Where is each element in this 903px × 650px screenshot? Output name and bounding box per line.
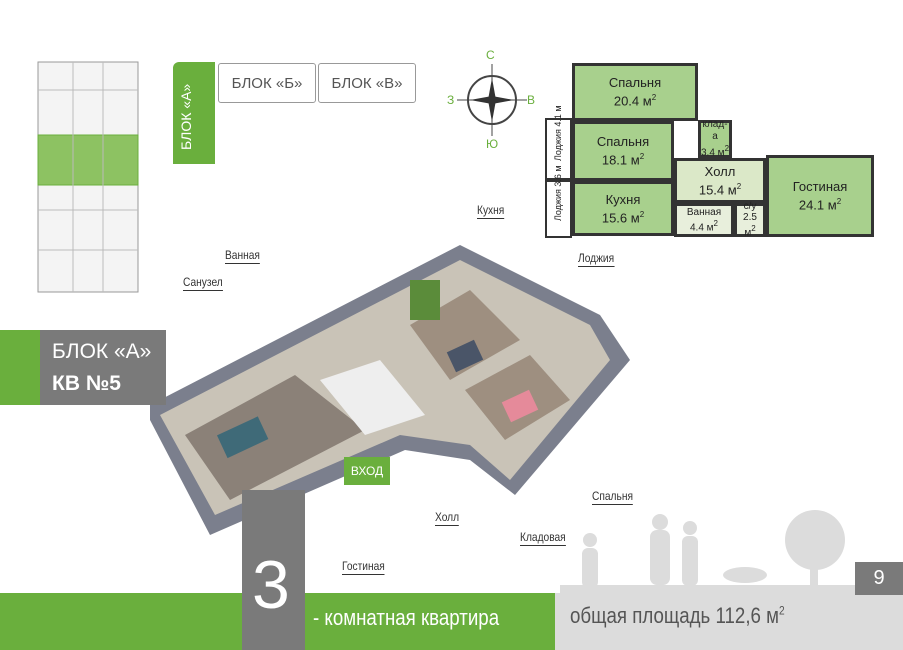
compass-icon — [457, 64, 527, 136]
total-area: общая площадь 112,6 м2 — [570, 603, 785, 628]
callout-living: Гостиная — [342, 559, 385, 575]
compass-west: З — [447, 93, 455, 107]
compass-south: Ю — [486, 137, 499, 151]
page-number: 9 — [855, 562, 903, 595]
callout-hall: Холл — [435, 510, 460, 526]
room-loggia-2: Лоджия 3.6 м — [545, 165, 572, 238]
callout-kitchen: Кухня — [477, 203, 505, 219]
callout-wc: Санузел — [183, 275, 223, 291]
room-loggia-1: Лоджия 4.1 м — [545, 105, 572, 180]
block-a-label: БЛОК «А» — [178, 83, 194, 150]
apartment-number: КВ №5 — [52, 372, 121, 395]
apartment-block: БЛОК «А» — [52, 340, 152, 363]
compass-east: В — [527, 93, 536, 107]
rooms-count-column — [242, 490, 305, 650]
block-c[interactable]: БЛОК «В» — [318, 63, 416, 103]
block-a-tab[interactable] — [173, 62, 215, 164]
apartment-3d-render — [150, 245, 630, 535]
block-b[interactable]: БЛОК «Б» — [218, 63, 316, 103]
building-floor-plan — [37, 61, 139, 293]
rooms-count: 3 — [252, 547, 290, 623]
apartment-type: - комнатная квартира — [313, 605, 500, 630]
family-silhouette — [560, 510, 860, 595]
compass-north: С — [486, 48, 495, 62]
footer-grey-bar — [555, 593, 903, 650]
apartment-label: БЛОК «А» КВ №5 — [40, 330, 166, 405]
callout-bath: Ванная — [225, 248, 260, 264]
entrance-badge: ВХОД — [344, 457, 390, 485]
accent-bar — [0, 330, 40, 405]
callout-loggia: Лоджия — [578, 251, 615, 267]
callout-bedroom: Спальня — [592, 489, 633, 505]
callout-storage: Кладовая — [520, 530, 566, 546]
